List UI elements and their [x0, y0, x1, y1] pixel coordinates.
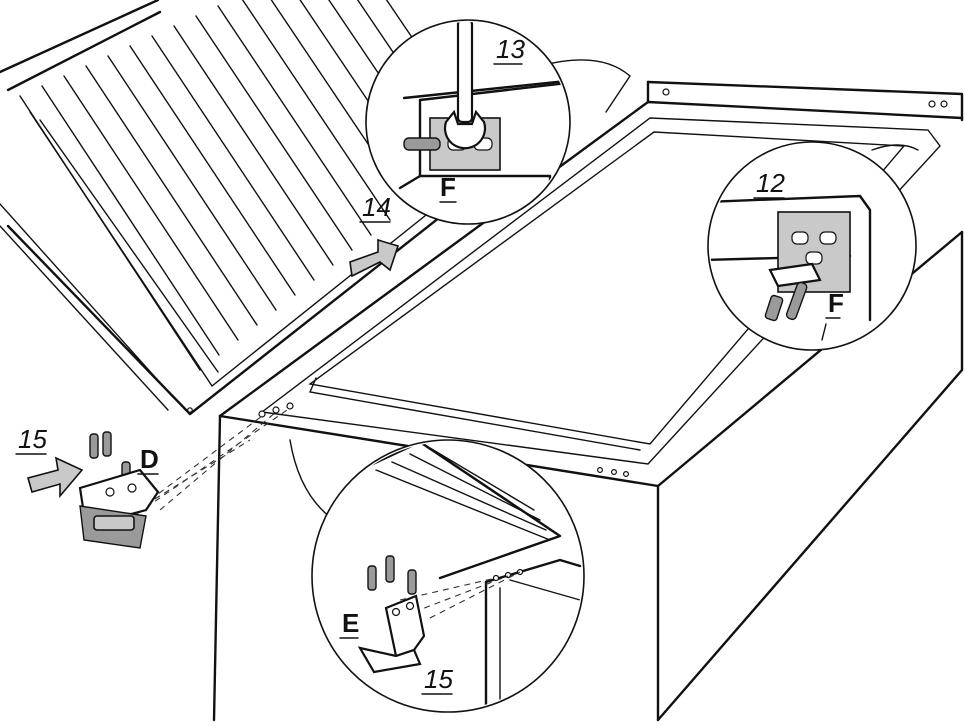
door-rib	[63, 75, 239, 341]
hinge-bracket-icon	[357, 594, 426, 674]
part-label-d: D	[140, 444, 159, 474]
step-number-15: 15	[18, 424, 47, 454]
door-rib	[129, 45, 296, 296]
hinge-bracket-icon	[78, 468, 160, 549]
arrow-icon	[27, 456, 84, 499]
door-rib	[85, 65, 258, 326]
detail-callout-12: 12 F	[707, 141, 919, 351]
arrow-14: 14	[349, 192, 400, 278]
door-rib	[195, 15, 353, 251]
step-number-13: 13	[496, 34, 525, 64]
arrow-icon	[349, 238, 400, 278]
part-label-f: F	[440, 172, 456, 202]
door-rib	[217, 5, 372, 236]
wrench-icon	[443, 22, 487, 150]
door-rib	[151, 35, 315, 281]
door-ribs	[19, 0, 486, 371]
door-panel	[0, 0, 550, 416]
step-number-14: 14	[362, 192, 391, 222]
door-rib	[41, 85, 220, 356]
part-label-f-right: F	[828, 288, 844, 318]
part-label-e: E	[342, 608, 359, 638]
hinge-assembly-d: 15 D	[15, 424, 160, 549]
door-rib	[107, 55, 277, 311]
door-rib	[173, 25, 334, 266]
detail-callout-15: E 15	[289, 439, 585, 713]
detail-callout-13: 13 F	[365, 19, 631, 225]
step-number-12: 12	[756, 168, 785, 198]
screw-icon	[367, 555, 417, 595]
step-number-15-detail: 15	[424, 664, 453, 694]
door-rib	[19, 95, 201, 371]
door-rib	[241, 0, 391, 221]
